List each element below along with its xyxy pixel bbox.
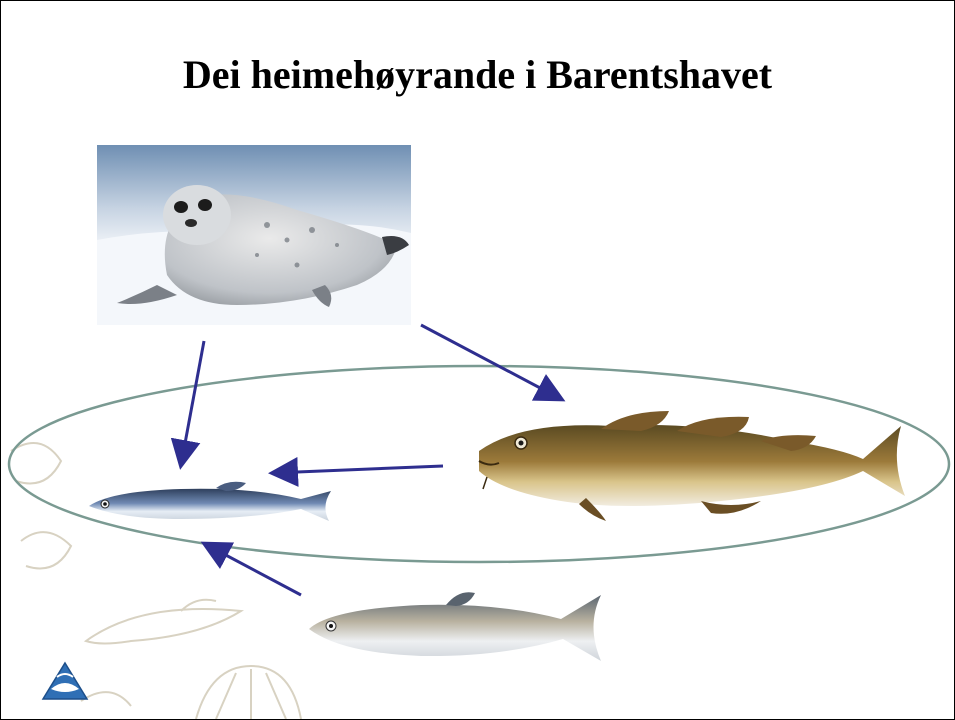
institute-logo-icon bbox=[43, 663, 87, 699]
herring-fish-photo bbox=[309, 592, 601, 661]
arrow-seal-to-capelin bbox=[181, 341, 204, 465]
arrow-cod-to-capelin bbox=[273, 466, 443, 473]
cod-fish-photo bbox=[479, 411, 905, 521]
arrow-seal-to-cod bbox=[421, 325, 561, 399]
capelin-fish-photo bbox=[89, 482, 331, 521]
arrow-herring-to-capelin bbox=[205, 544, 301, 595]
